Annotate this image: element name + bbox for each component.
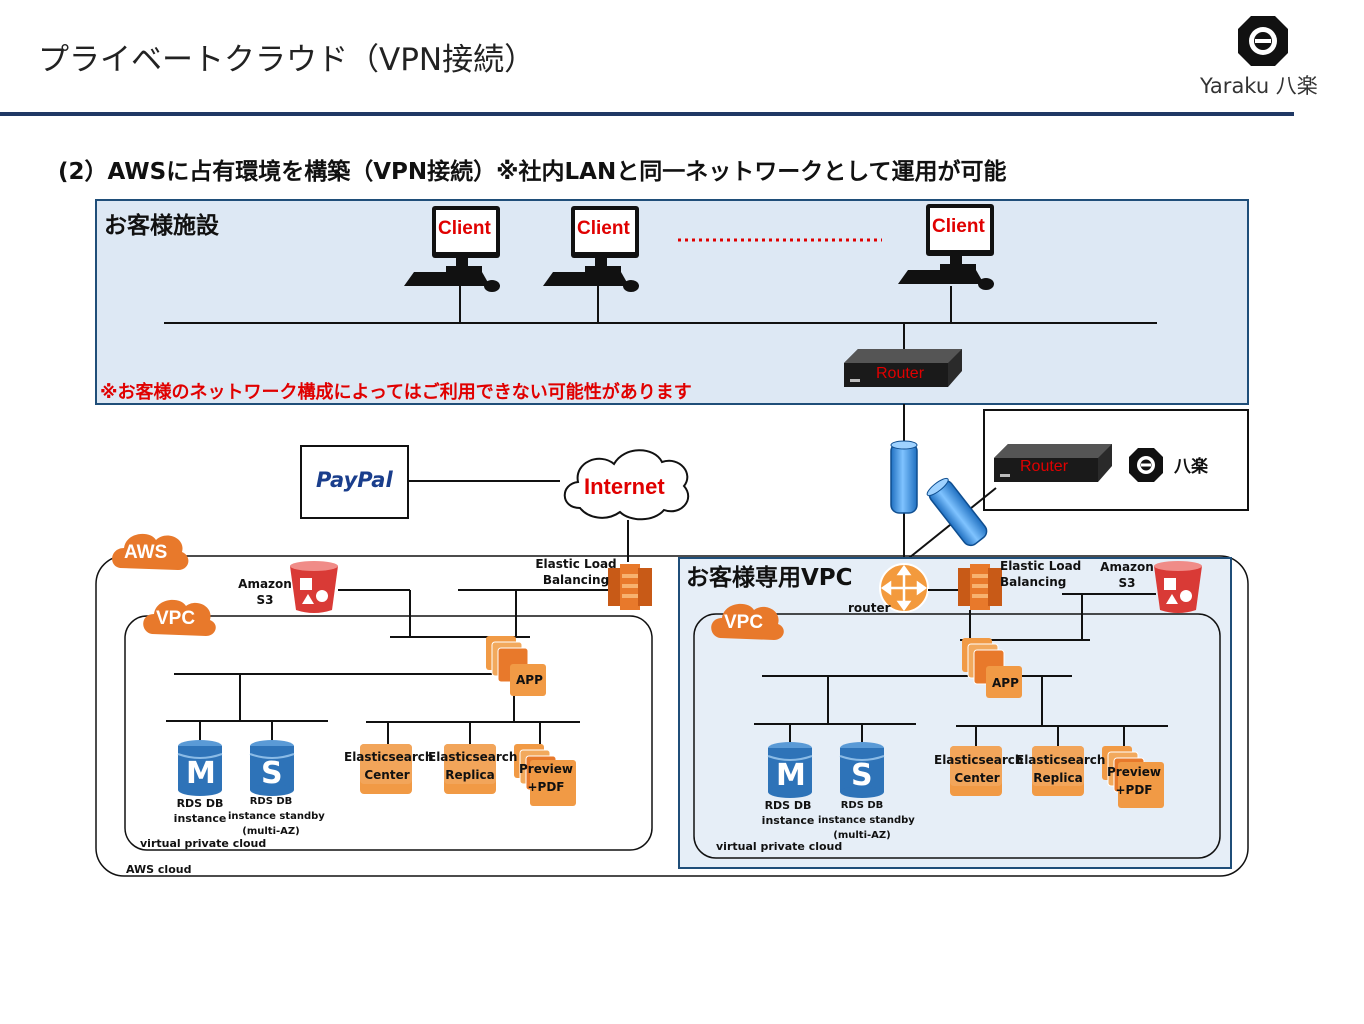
elasticsearch-replica-label-line: Replica bbox=[445, 768, 495, 782]
vpc-footer-label: virtual private cloud bbox=[716, 840, 843, 853]
preview-pdf-label-line: +PDF bbox=[1115, 783, 1153, 797]
vpc-boundary bbox=[124, 615, 653, 851]
rds-letter: M bbox=[776, 758, 806, 793]
elb-label-line: Elastic Load bbox=[1000, 559, 1082, 573]
customer-site-heading: お客様施設 bbox=[104, 213, 219, 239]
vpc-badge-icon bbox=[711, 603, 784, 640]
elasticsearch-replica-label-line: Elasticsearch bbox=[428, 750, 518, 764]
page-title: プライベートクラウド（VPN接続） bbox=[38, 42, 536, 78]
client-label: Client bbox=[438, 218, 491, 239]
vpc-badge-label: VPC bbox=[724, 612, 764, 633]
elb-label: Elastic Load Balancing bbox=[534, 556, 618, 588]
vpc-router-label: router bbox=[848, 601, 891, 615]
aws-cloud-label: AWS cloud bbox=[126, 863, 192, 876]
elb-label-line: Balancing bbox=[542, 573, 610, 587]
elb-label-line: Balancing bbox=[1000, 575, 1067, 589]
yaraku-logo-icon bbox=[1129, 448, 1163, 482]
elasticsearch-center-label-line: Elasticsearch bbox=[344, 750, 434, 764]
rds-letter: M bbox=[186, 756, 216, 791]
rds-standby-label-line: RDS DB bbox=[840, 800, 884, 811]
s3-label-line: Amazon bbox=[238, 577, 292, 591]
brand-name: Yaraku 八楽 bbox=[1200, 74, 1318, 98]
elasticsearch-replica-label-line: Elasticsearch bbox=[1016, 753, 1106, 767]
preview-pdf-label: Preview +PDF bbox=[516, 760, 576, 796]
rds-standby-letter: S bbox=[851, 758, 873, 793]
customer-site-box bbox=[95, 199, 1249, 405]
elasticsearch-center-label: Elasticsearch Center bbox=[934, 751, 1024, 787]
s3-label: Amazon S3 bbox=[236, 576, 294, 608]
rds-standby-label: RDS DB instance standby (multi-AZ) bbox=[818, 798, 915, 843]
rds-label-line: RDS DB bbox=[764, 799, 812, 812]
rds-standby-label-line: (multi-AZ) bbox=[242, 826, 300, 837]
rds-standby-label-line: (multi-AZ) bbox=[833, 830, 891, 841]
s3-label-line: S3 bbox=[1118, 576, 1136, 590]
yaraku-logo-icon bbox=[1238, 16, 1288, 66]
vpc-badge-label: VPC bbox=[156, 608, 196, 629]
app-server-icon bbox=[961, 637, 1022, 698]
s3-bucket-icon bbox=[1154, 561, 1202, 613]
vpc-footer-label: virtual private cloud bbox=[140, 837, 267, 850]
rds-label: RDS DB instance bbox=[164, 796, 236, 826]
elasticsearch-replica-label: Elasticsearch Replica bbox=[1016, 751, 1106, 787]
rds-label-line: RDS DB bbox=[176, 797, 224, 810]
preview-pdf-label-line: Preview bbox=[1106, 765, 1161, 779]
router-label: Router bbox=[876, 365, 925, 382]
rds-standby-label-line: RDS DB bbox=[249, 796, 293, 807]
header-rule bbox=[0, 112, 1294, 116]
preview-pdf-label-line: Preview bbox=[518, 762, 573, 776]
internet-label: Internet bbox=[584, 474, 665, 499]
aws-badge-icon bbox=[112, 533, 189, 570]
aws-cloud-boundary bbox=[95, 555, 1249, 877]
preview-pdf-icon bbox=[513, 743, 576, 806]
internet-cloud-icon bbox=[563, 449, 690, 521]
s3-bucket-icon bbox=[290, 561, 338, 613]
yaraku-office-label: 八楽 bbox=[1174, 457, 1208, 477]
client-label: Client bbox=[932, 216, 985, 237]
vpc-boundary bbox=[693, 613, 1221, 859]
paypal-logo-text: PayPal bbox=[316, 468, 393, 492]
vpn-tunnel-icon bbox=[926, 477, 988, 547]
preview-pdf-icon bbox=[1101, 745, 1164, 808]
preview-pdf-label-line: +PDF bbox=[527, 780, 565, 794]
diagram-subtitle: (2）AWSに占有環境を構築（VPN接続）※社内LANと同一ネットワークとして運… bbox=[58, 159, 1007, 185]
rds-standby-label-line: instance standby bbox=[818, 815, 915, 826]
elb-label-line: Elastic Load bbox=[535, 557, 617, 571]
rds-label: RDS DB instance bbox=[752, 798, 824, 828]
vpc-badge-icon bbox=[143, 599, 216, 636]
app-label: APP bbox=[516, 673, 543, 687]
rds-standby-letter: S bbox=[261, 756, 283, 791]
rds-standby-label: RDS DB instance standby (multi-AZ) bbox=[228, 794, 325, 839]
elasticsearch-center-label-line: Center bbox=[364, 768, 410, 782]
elasticsearch-center-label: Elasticsearch Center bbox=[344, 748, 434, 784]
s3-label: Amazon S3 bbox=[1098, 559, 1156, 591]
paypal-box bbox=[300, 445, 409, 519]
elasticsearch-center-label-line: Center bbox=[954, 771, 1000, 785]
router-label: Router bbox=[1020, 458, 1069, 475]
rds-label-line: instance bbox=[761, 814, 815, 827]
elasticsearch-replica-label-line: Replica bbox=[1033, 771, 1083, 785]
s3-label-line: S3 bbox=[256, 593, 274, 607]
customer-vpc-heading: お客様専用VPC bbox=[686, 565, 853, 591]
preview-pdf-label: Preview +PDF bbox=[1104, 763, 1164, 799]
app-server-icon bbox=[485, 635, 546, 696]
s3-label-line: Amazon bbox=[1100, 560, 1154, 574]
vpc-router-icon bbox=[879, 563, 929, 613]
elasticsearch-center-label-line: Elasticsearch bbox=[934, 753, 1024, 767]
elb-label: Elastic Load Balancing bbox=[1000, 558, 1081, 590]
rds-label-line: instance bbox=[173, 812, 227, 825]
aws-badge-label: AWS bbox=[124, 542, 168, 563]
client-label: Client bbox=[577, 218, 630, 239]
paypal-logo: PayPal bbox=[316, 468, 393, 492]
elb-icon bbox=[958, 564, 1002, 610]
app-label: APP bbox=[992, 676, 1019, 690]
rds-standby-label-line: instance standby bbox=[228, 811, 325, 822]
vpn-tunnel-icon bbox=[890, 440, 918, 514]
network-warning: ※お客様のネットワーク構成によってはご利用できない可能性があります bbox=[100, 382, 692, 403]
elasticsearch-replica-label: Elasticsearch Replica bbox=[428, 748, 518, 784]
